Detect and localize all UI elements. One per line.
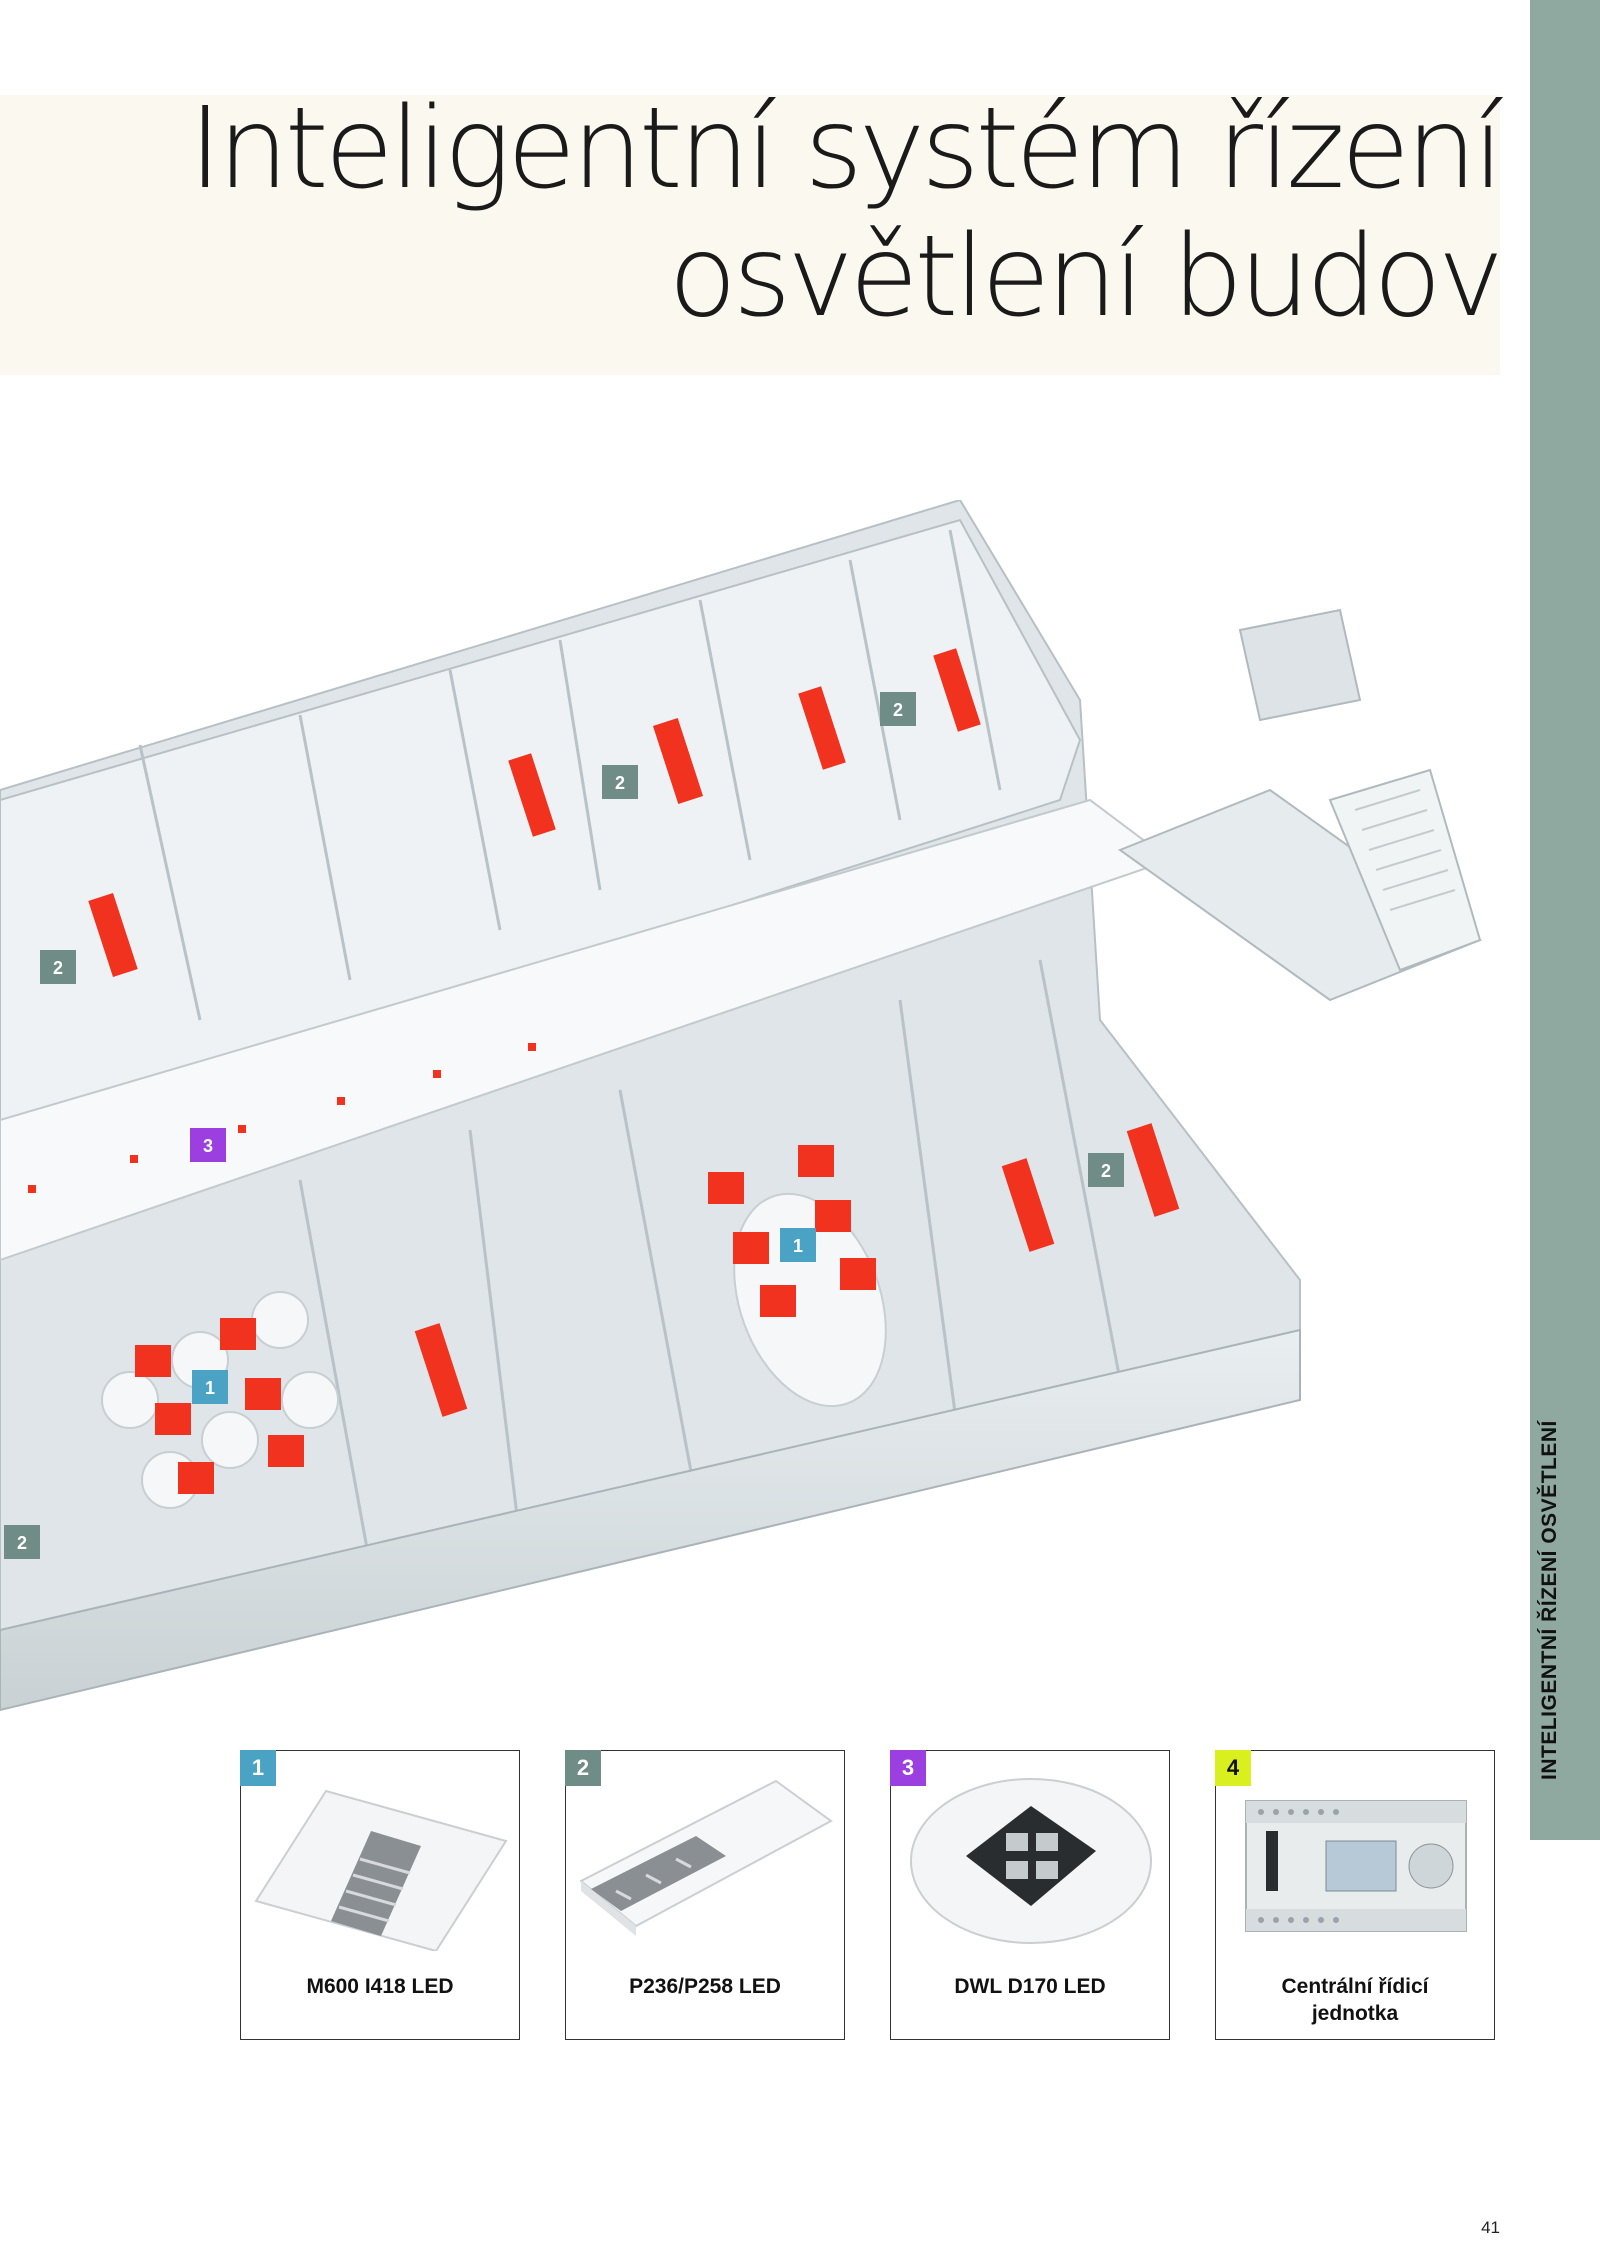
control-unit-image [1245, 1800, 1467, 1932]
svg-text:1: 1 [793, 1236, 803, 1256]
plan-marker-2: 2 [40, 950, 76, 984]
plan-marker-2: 2 [4, 1525, 40, 1559]
product-badge: 2 [565, 1750, 601, 1786]
product-name: Centrální řídicí jednotka [1281, 1975, 1429, 2025]
luminaire-square [135, 1145, 876, 1494]
product-name: M600 I418 LED [306, 1975, 454, 1998]
plan-marker-1: 1 [780, 1228, 816, 1262]
product-card-4: 4 Centrální řídicí jednotka [1215, 1750, 1495, 2040]
page-title: Inteligentní systém řízení osvětlení bud… [188, 84, 1504, 342]
product-name: P236/P258 LED [629, 1975, 781, 1998]
product-card-2: 2 P236/P258 LED [565, 1750, 845, 2040]
svg-text:2: 2 [615, 773, 625, 793]
page-number: 41 [1481, 2218, 1500, 2237]
plan-marker-2: 2 [880, 692, 916, 726]
plan-marker-3: 3 [190, 1128, 226, 1162]
svg-text:3: 3 [203, 1136, 213, 1156]
svg-text:2: 2 [17, 1533, 27, 1553]
surface-luminaire-image [579, 1779, 833, 1936]
svg-text:2: 2 [1101, 1161, 1111, 1181]
plan-marker-2: 2 [602, 765, 638, 799]
luminaire-linear [88, 648, 1180, 1417]
product-badge: 1 [240, 1750, 276, 1786]
section-label: INTELIGENTNÍ ŘÍZENÍ OSVĚTLENÍ [1538, 1420, 1561, 1780]
product-badge: 4 [1215, 1750, 1251, 1786]
floorplan-illustration: 2 2 2 2 2 1 1 3 [0, 500, 1483, 1712]
plan-marker-1: 1 [192, 1370, 228, 1404]
title-line-1: Inteligentní systém řízení [188, 84, 1504, 214]
product-name: DWL D170 LED [954, 1975, 1106, 1998]
luminaire-downlight [28, 1043, 536, 1193]
svg-text:1: 1 [205, 1378, 215, 1398]
product-badge: 3 [890, 1750, 926, 1786]
product-card-3: 3 DWL D170 LED [890, 1750, 1170, 2040]
svg-text:2: 2 [893, 700, 903, 720]
title-band [0, 95, 1500, 375]
section-tab [1530, 0, 1600, 1840]
downlight-image [910, 1778, 1152, 1944]
title-line-2: osvětlení budov [668, 212, 1504, 342]
product-card-1: 1 M600 I418 LED [240, 1750, 520, 2040]
plan-marker-2: 2 [1088, 1153, 1124, 1187]
recessed-luminaire-image [254, 1789, 508, 1951]
svg-text:2: 2 [53, 958, 63, 978]
